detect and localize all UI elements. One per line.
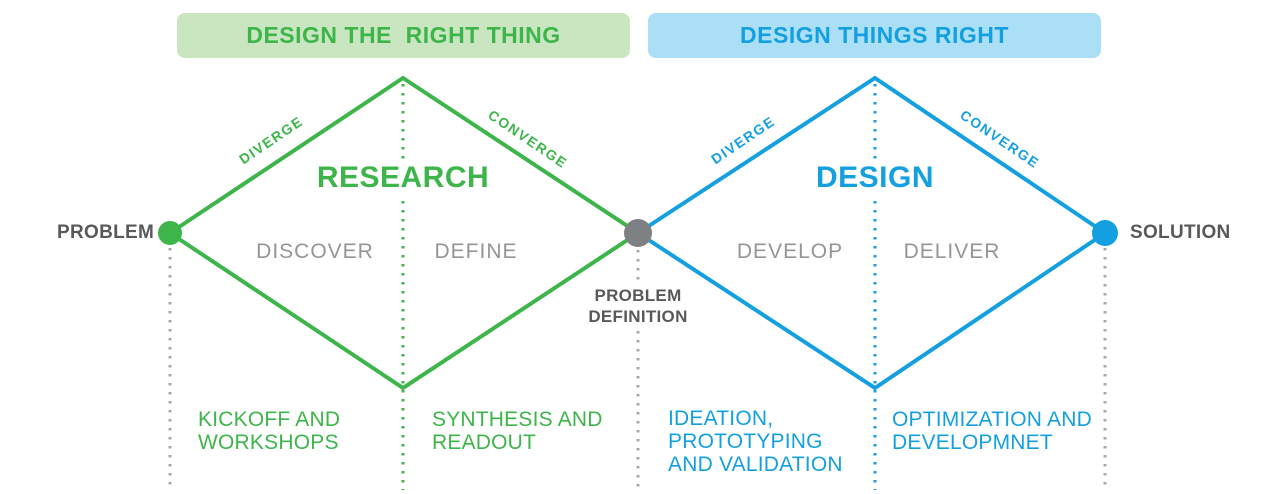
activity-ideation-prototyping-validation: IDEATION, PROTOTYPING AND VALIDATION (668, 407, 843, 476)
phase-deliver: DELIVER (903, 240, 1001, 263)
problem-definition-node-dot (624, 219, 652, 247)
activity-line: SYNTHESIS AND (432, 408, 603, 431)
phase-define: DEFINE (434, 240, 518, 263)
research-title: RESEARCH (308, 159, 498, 197)
design-diamond-outline (634, 75, 1109, 391)
problem-definition-label: PROBLEM DEFINITION (582, 283, 694, 329)
activity-line: PROTOTYPING (668, 430, 823, 453)
problem-node-dot (158, 221, 182, 245)
activity-line: DEVELOPMNET (892, 431, 1053, 454)
activity-line: OPTIMIZATION AND (892, 408, 1092, 431)
activity-line: KICKOFF AND (198, 408, 341, 431)
activity-synthesis-readout: SYNTHESIS AND READOUT (432, 408, 603, 454)
design-title: DESIGN (807, 159, 943, 197)
activity-line: WORKSHOPS (198, 431, 339, 454)
activity-line: IDEATION, (668, 407, 774, 430)
solution-node-dot (1092, 220, 1118, 246)
phase-develop: DEVELOP (736, 240, 844, 263)
header-design-the-right-thing: DESIGN THE RIGHT THING (177, 13, 630, 58)
problem-label: PROBLEM (57, 222, 155, 243)
research-diamond-outline (166, 75, 642, 391)
activity-kickoff-workshops: KICKOFF AND WORKSHOPS (198, 408, 340, 454)
activity-optimization-development: OPTIMIZATION AND DEVELOPMNET (892, 408, 1092, 454)
header-design-things-right: DESIGN THINGS RIGHT (648, 13, 1101, 58)
problem-definition-line1: PROBLEM (594, 286, 682, 305)
solution-label: SOLUTION (1130, 222, 1231, 243)
phase-discover: DISCOVER (256, 240, 374, 263)
activity-line: READOUT (432, 431, 537, 454)
problem-definition-line2: DEFINITION (588, 307, 688, 326)
activity-line: AND VALIDATION (668, 453, 843, 476)
